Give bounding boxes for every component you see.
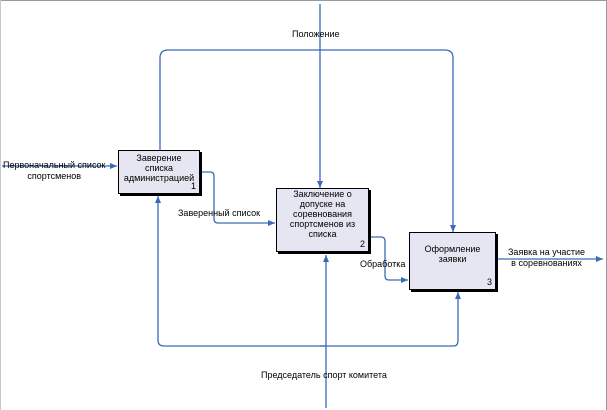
input-arrow-label: Первоначальный список спортсменов [3, 160, 106, 181]
output-arrow-box2-to-box3 [369, 236, 408, 283]
activity-box-1-title: Заверение списка администрацией [123, 153, 195, 183]
canvas-left-border [0, 0, 1, 410]
output-final-label: Заявка на участие в соревнованиях [508, 247, 586, 268]
control-branch-loop [159, 49, 456, 232]
activity-box-2-title: Заключение о допуске на соревнования спо… [289, 189, 356, 239]
mechanism-arrow-label: Председатель спорт комитета [261, 370, 387, 380]
output-box2-label: Обработка [360, 259, 406, 269]
activity-box-3[interactable]: Оформление заявки 3 [409, 232, 496, 290]
activity-box-2-number: 2 [359, 239, 365, 249]
mechanism-branch-to-box1 [155, 196, 326, 347]
activity-box-3-title: Оформление заявки [424, 244, 481, 264]
output-arrow-box1-to-box2 [200, 171, 275, 226]
mechanism-branch-to-box3 [320, 292, 461, 347]
control-arrow-label: Положение [292, 29, 340, 39]
activity-box-3-number: 3 [486, 277, 492, 287]
output-box1-label: Заверенный список [178, 208, 261, 218]
activity-box-1[interactable]: Заверение списка администрацией 1 [118, 150, 200, 194]
activity-box-1-number: 1 [190, 181, 196, 191]
activity-box-2[interactable]: Заключение о допуске на соревнования спо… [276, 188, 369, 252]
canvas-top-border [0, 0, 607, 1]
